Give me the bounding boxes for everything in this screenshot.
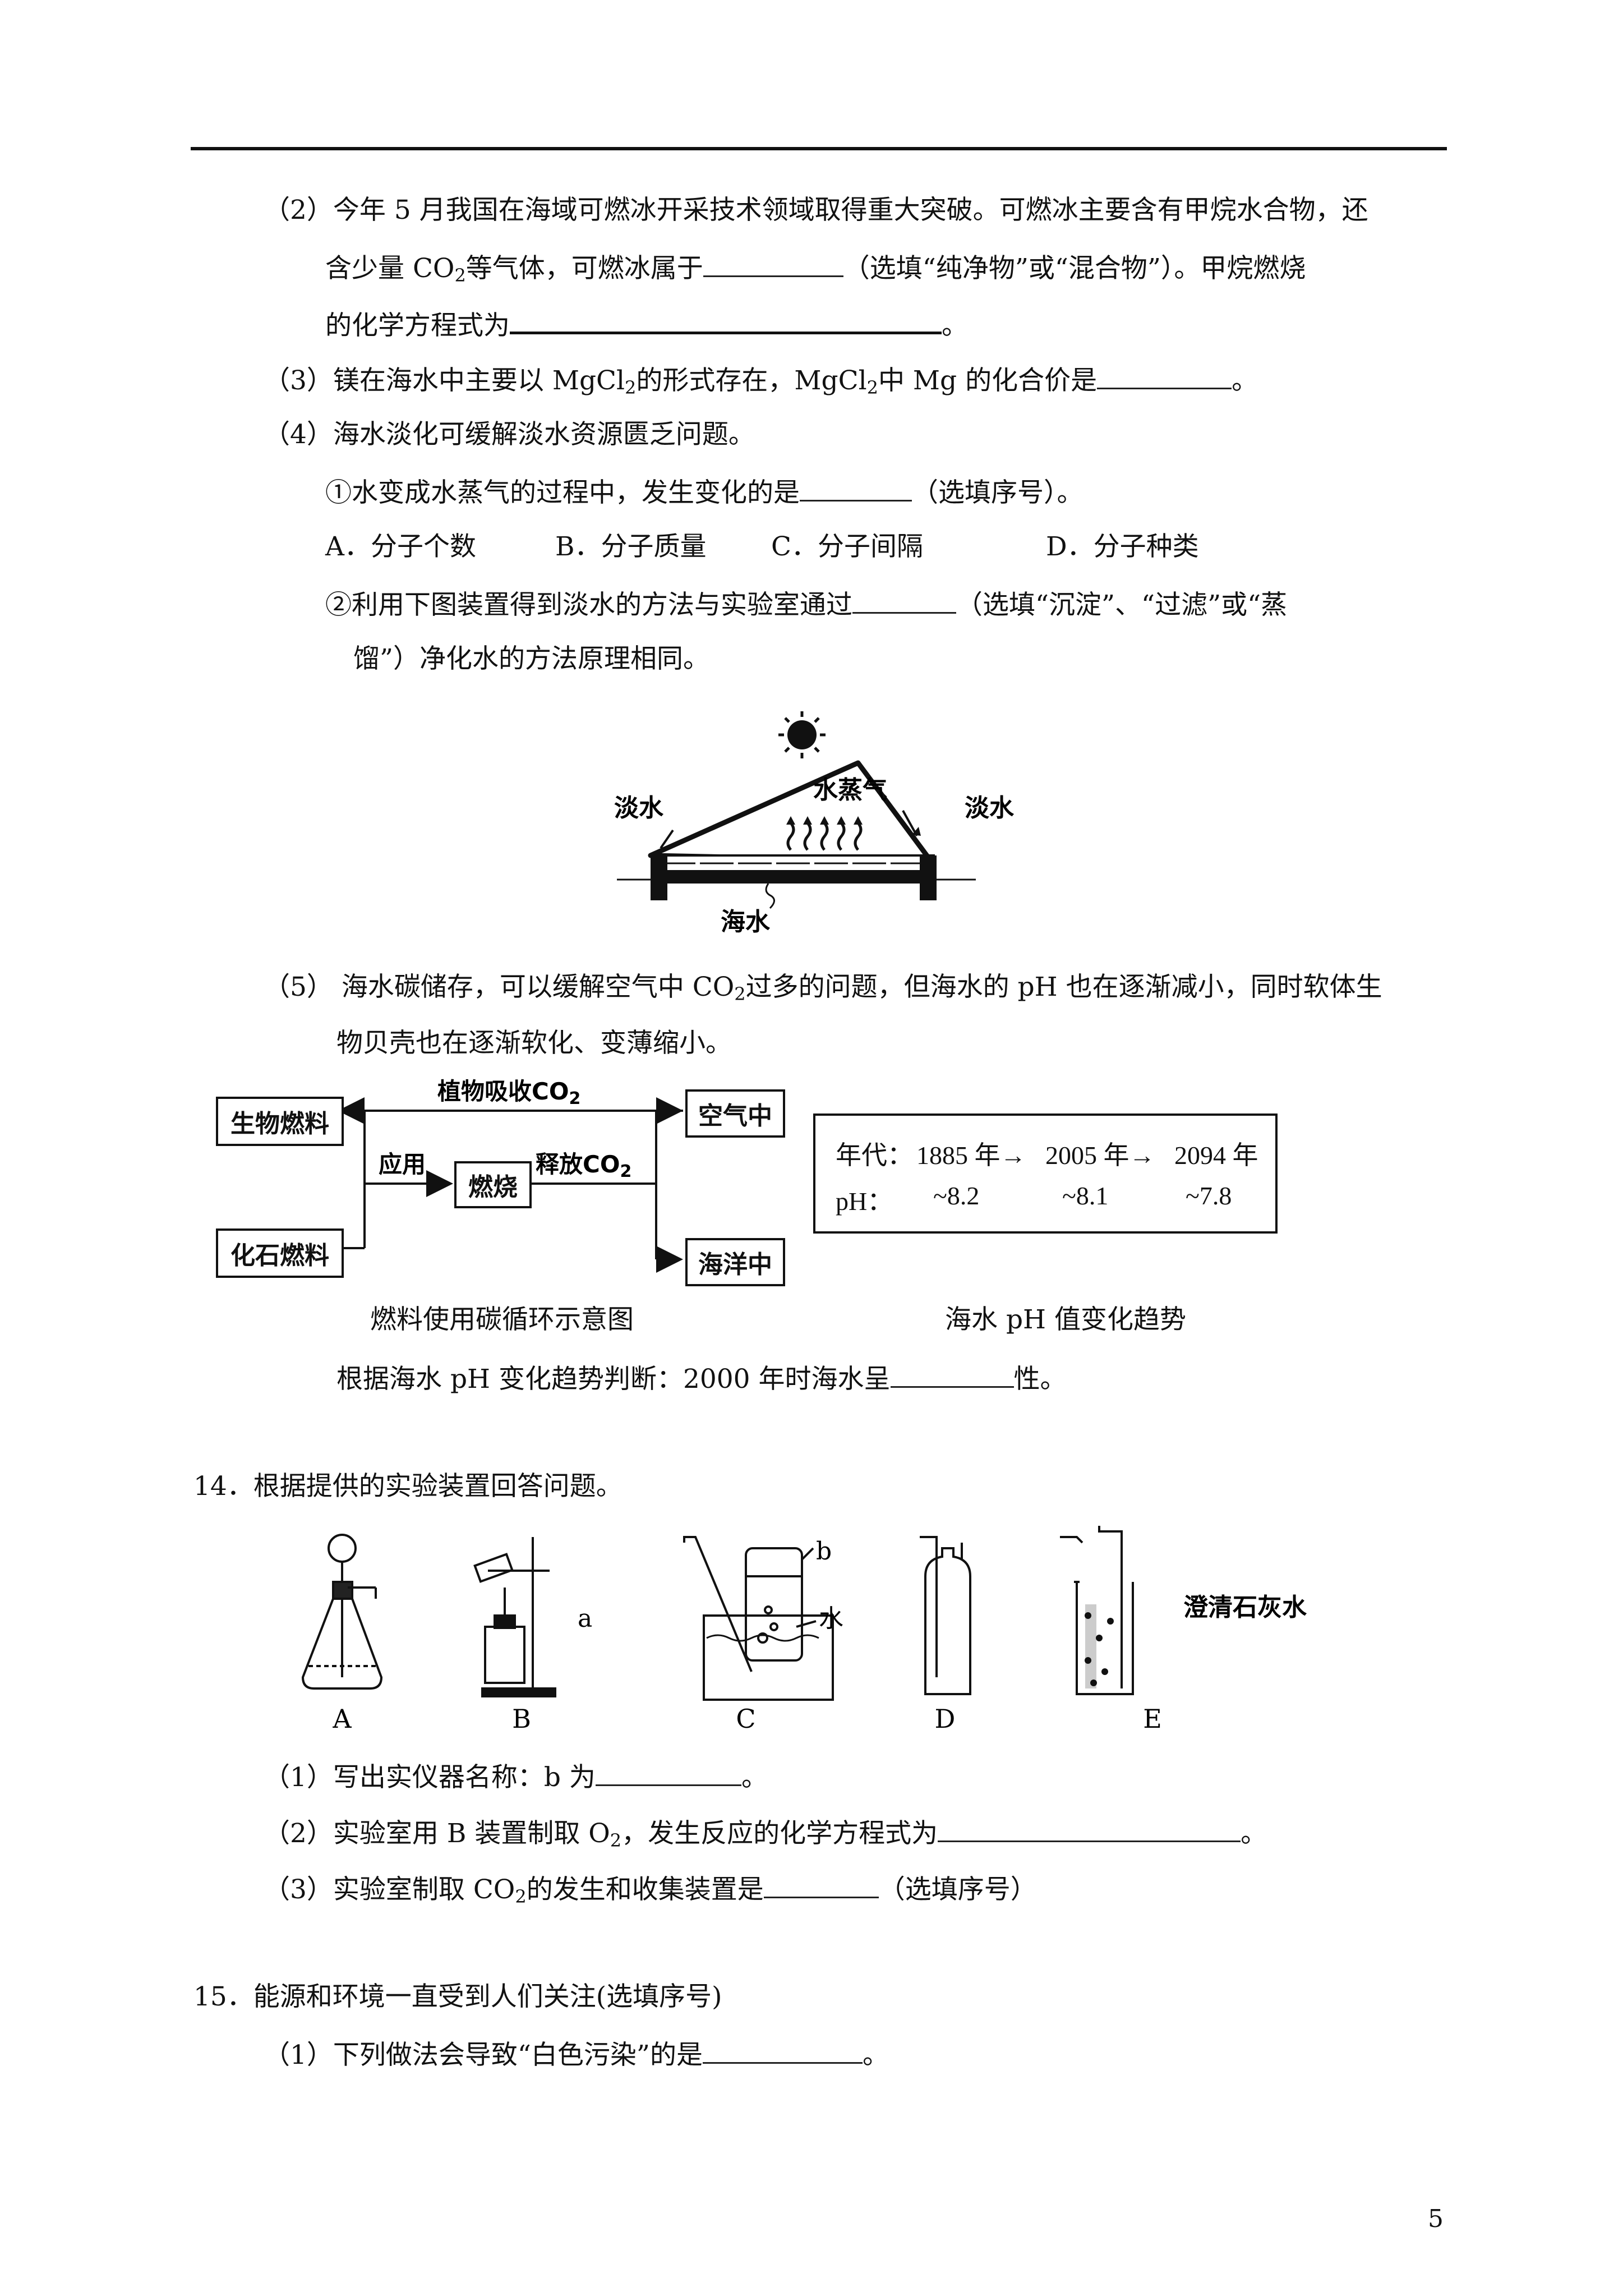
apparatus-label-e: E [1143, 1704, 1162, 1734]
q13-option-a: A．分子个数 [325, 531, 476, 562]
ph-row1-label: 年代： [836, 1141, 913, 1170]
q14-title: 14．根据提供的实验装置回答问题。 [193, 1471, 623, 1502]
apparatus-label-d: D [935, 1704, 956, 1734]
q14-p3-line: （3）实验室制取 CO2的发生和收集装置是（选填序号） [264, 1871, 1037, 1907]
q14-p2-line: （2）实验室用 B 装置制取 O2，发生反应的化学方程式为。 [264, 1815, 1267, 1851]
apparatus-d [920, 1536, 971, 1695]
caption-carbon-cycle: 燃料使用碳循环示意图 [370, 1304, 634, 1335]
q13-p2-line1: （2）今年 5 月我国在海域可燃冰开采技术领域取得重大突破。可燃冰主要含有甲烷水… [264, 195, 1368, 226]
ph-value-1885: ~8.2 [933, 1181, 980, 1210]
ph-row2-label: pH： [836, 1187, 893, 1216]
ph-trend-table: 年代： 1885 年→ 2005 年→ 2094 年 pH： ~8.2 ~8.1… [813, 1114, 1278, 1234]
q13-option-b: B．分子质量 [555, 531, 707, 562]
answer-blank[interactable] [800, 474, 912, 501]
q13-p5-line1: （5） 海水碳储存，可以缓解空气中 CO2过多的问题，但海水的 pH 也在逐渐减… [264, 972, 1382, 1005]
label-water: 水 [819, 1604, 843, 1633]
node-air: 空气中 [685, 1089, 785, 1138]
label-fresh-water-left: 淡水 [614, 794, 664, 822]
label-release: 释放CO2 [536, 1151, 631, 1181]
q13-p2-line2: 含少量 CO2等气体，可燃冰属于（选填“纯净物”或“混合物”）。甲烷燃烧 [325, 250, 1306, 286]
label-water-vapor: 水蒸气 [813, 776, 887, 804]
ph-year-2094: 2094 年 [1174, 1141, 1258, 1170]
ph-value-2094: ~7.8 [1186, 1181, 1232, 1210]
answer-blank[interactable] [938, 1815, 1241, 1842]
label-seawater: 海水 [721, 908, 771, 936]
label-limewater: 澄清石灰水 [1183, 1593, 1307, 1622]
node-burn: 燃烧 [454, 1161, 532, 1208]
answer-blank[interactable] [1097, 362, 1232, 389]
apparatus-a [301, 1534, 383, 1690]
ph-year-2005: 2005 年→ [1045, 1141, 1155, 1170]
q13-p5-question: 根据海水 pH 变化趋势判断：2000 年时海水呈性。 [336, 1360, 1067, 1396]
label-apply: 应用 [379, 1151, 426, 1178]
q13-option-c: C．分子间隔 [771, 531, 923, 562]
answer-blank[interactable] [763, 1871, 879, 1898]
glass-cover [648, 760, 934, 864]
apparatus-label-b: B [512, 1704, 531, 1734]
caption-ph-trend: 海水 pH 值变化趋势 [945, 1304, 1186, 1335]
q14-p1-line: （1）写出实仪器名称：b 为。 [264, 1759, 768, 1795]
answer-blank[interactable] [852, 586, 956, 614]
q13-p4-2-line2: 馏”）净化水的方法原理相同。 [353, 643, 710, 674]
apparatus-b [473, 1537, 556, 1697]
answer-blank[interactable] [702, 2036, 863, 2064]
lab-apparatus-figure: A B C D E a b 水 澄清石灰水 [301, 1526, 1307, 1734]
carbon-cycle-diagram: 植物吸收CO2 应用 释放CO2 [338, 1078, 683, 1273]
ph-value-2005: ~8.1 [1062, 1181, 1109, 1210]
apparatus-e [1060, 1526, 1134, 1695]
node-ocean: 海洋中 [685, 1238, 785, 1286]
answer-blank[interactable] [890, 1360, 1014, 1388]
q13-option-d: D．分子种类 [1046, 531, 1199, 562]
label-b: b [816, 1537, 832, 1566]
q13-p2-line3: 的化学方程式为。 [325, 306, 968, 343]
q13-p4-1-line: ①水变成水蒸气的过程中，发生变化的是（选填序号）。 [325, 474, 1083, 510]
apparatus-label-c: C [736, 1704, 755, 1734]
solar-still-diagram: 淡水 水蒸气 淡水 海水 [614, 711, 1015, 936]
q15-title: 15．能源和环境一直受到人们关注(选填序号) [193, 1981, 722, 2012]
node-bio-fuel: 生物燃料 [216, 1097, 344, 1146]
q13-p4-2-line1: ②利用下图装置得到淡水的方法与实验室通过（选填“沉淀”、“过滤”或“蒸 [325, 586, 1287, 622]
q15-p1-line: （1）下列做法会导致“白色污染”的是。 [264, 2036, 889, 2072]
label-fresh-water-right: 淡水 [965, 794, 1015, 822]
q13-p5-line2: 物贝壳也在逐渐软化、变薄缩小。 [336, 1028, 732, 1059]
ph-year-1885: 1885 年→ [916, 1141, 1026, 1170]
q13-p3-line: （3）镁在海水中主要以 MgCl2的形式存在，MgCl2中 Mg 的化合价是。 [264, 362, 1258, 398]
label-plant-absorb: 植物吸收CO2 [437, 1078, 580, 1108]
answer-blank[interactable] [595, 1759, 741, 1786]
label-a: a [578, 1604, 592, 1633]
apparatus-label-a: A [332, 1704, 352, 1734]
sun-icon [778, 711, 826, 758]
header-rule [191, 147, 1447, 150]
q13-p4-line: （4）海水淡化可缓解淡水资源匮乏问题。 [264, 419, 755, 450]
node-fossil-fuel: 化石燃料 [216, 1228, 344, 1278]
answer-blank[interactable] [510, 306, 942, 334]
page-number: 5 [1428, 2205, 1444, 2233]
apparatus-c [683, 1536, 834, 1701]
answer-blank[interactable] [703, 250, 843, 277]
